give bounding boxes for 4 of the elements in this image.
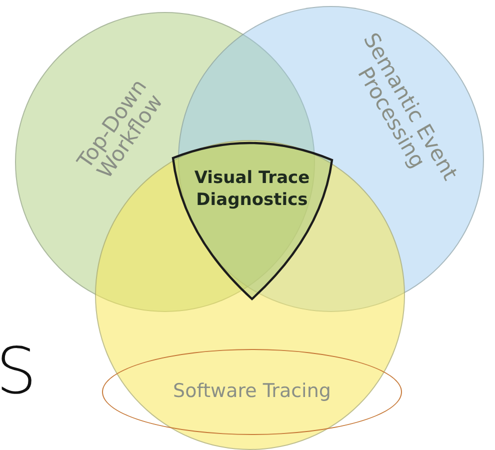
ellipse-label: Software Tracing <box>172 380 332 402</box>
partial-letter: S <box>0 340 37 404</box>
center-label: Visual Trace Diagnostics <box>193 167 311 212</box>
ellipse-outline <box>102 349 402 435</box>
